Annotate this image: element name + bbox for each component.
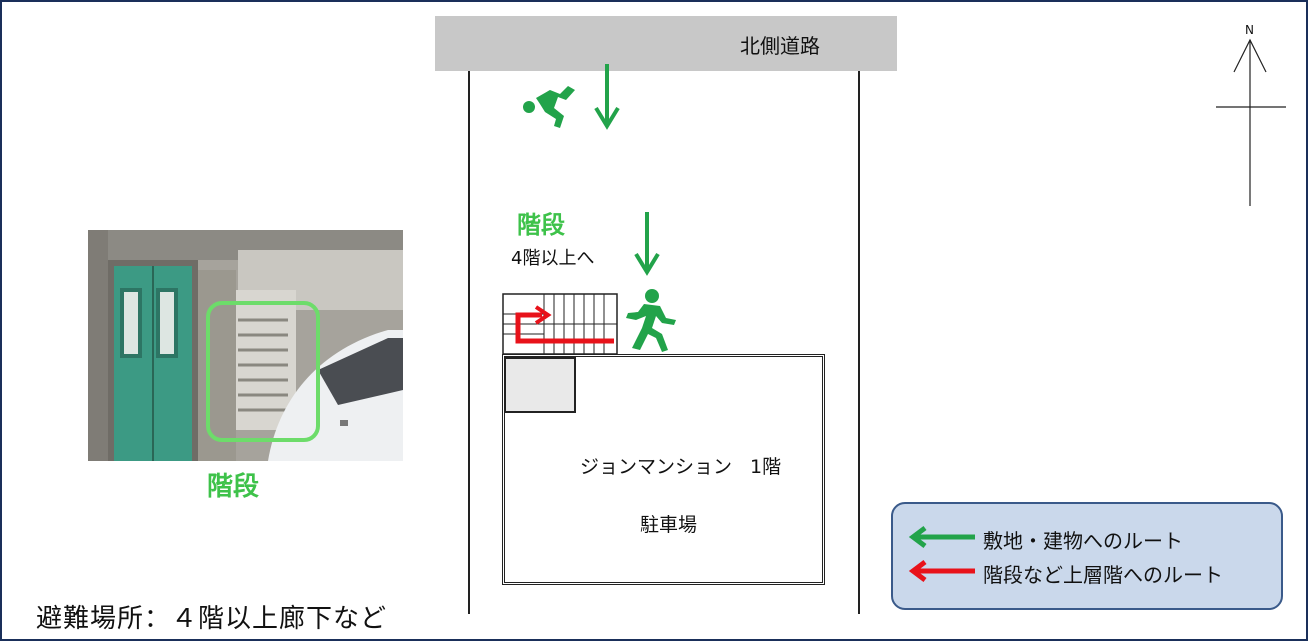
exit-running-person-icon [626,289,676,352]
compass-icon [1216,38,1286,206]
compass-north-label: N [1245,23,1254,37]
parking-label: 駐車場 [640,514,698,536]
down-arrow-icon [634,212,660,276]
down-arrow-icon [594,64,620,130]
north-road [435,16,897,71]
stairs-photo [88,230,403,461]
refuge-location-text: 避難場所：４階以上廊下など [36,604,388,634]
stairs-subtitle: 4階以上へ [511,248,595,269]
exit-running-person-top-icon [523,86,575,128]
road-label: 北側道路 [740,34,820,58]
building-name: ジョンマンション [580,456,733,478]
legend-item-label: 階段など上層階へのルート [983,563,1223,587]
stairs-title: 階段 [517,211,565,239]
street-line-right [858,71,860,614]
legend-green-arrow-icon [908,526,975,548]
stairwell-box [504,357,576,413]
legend: 敷地・建物へのルート 階段など上層階へのルート [891,502,1283,610]
legend-item-label: 敷地・建物へのルート [983,529,1183,553]
building-floor: 1階 [750,456,782,478]
legend-red-arrow-icon [908,560,975,582]
staircase-icon [502,293,618,355]
photo-caption: 階段 [207,472,260,502]
street-line-left [468,71,470,614]
